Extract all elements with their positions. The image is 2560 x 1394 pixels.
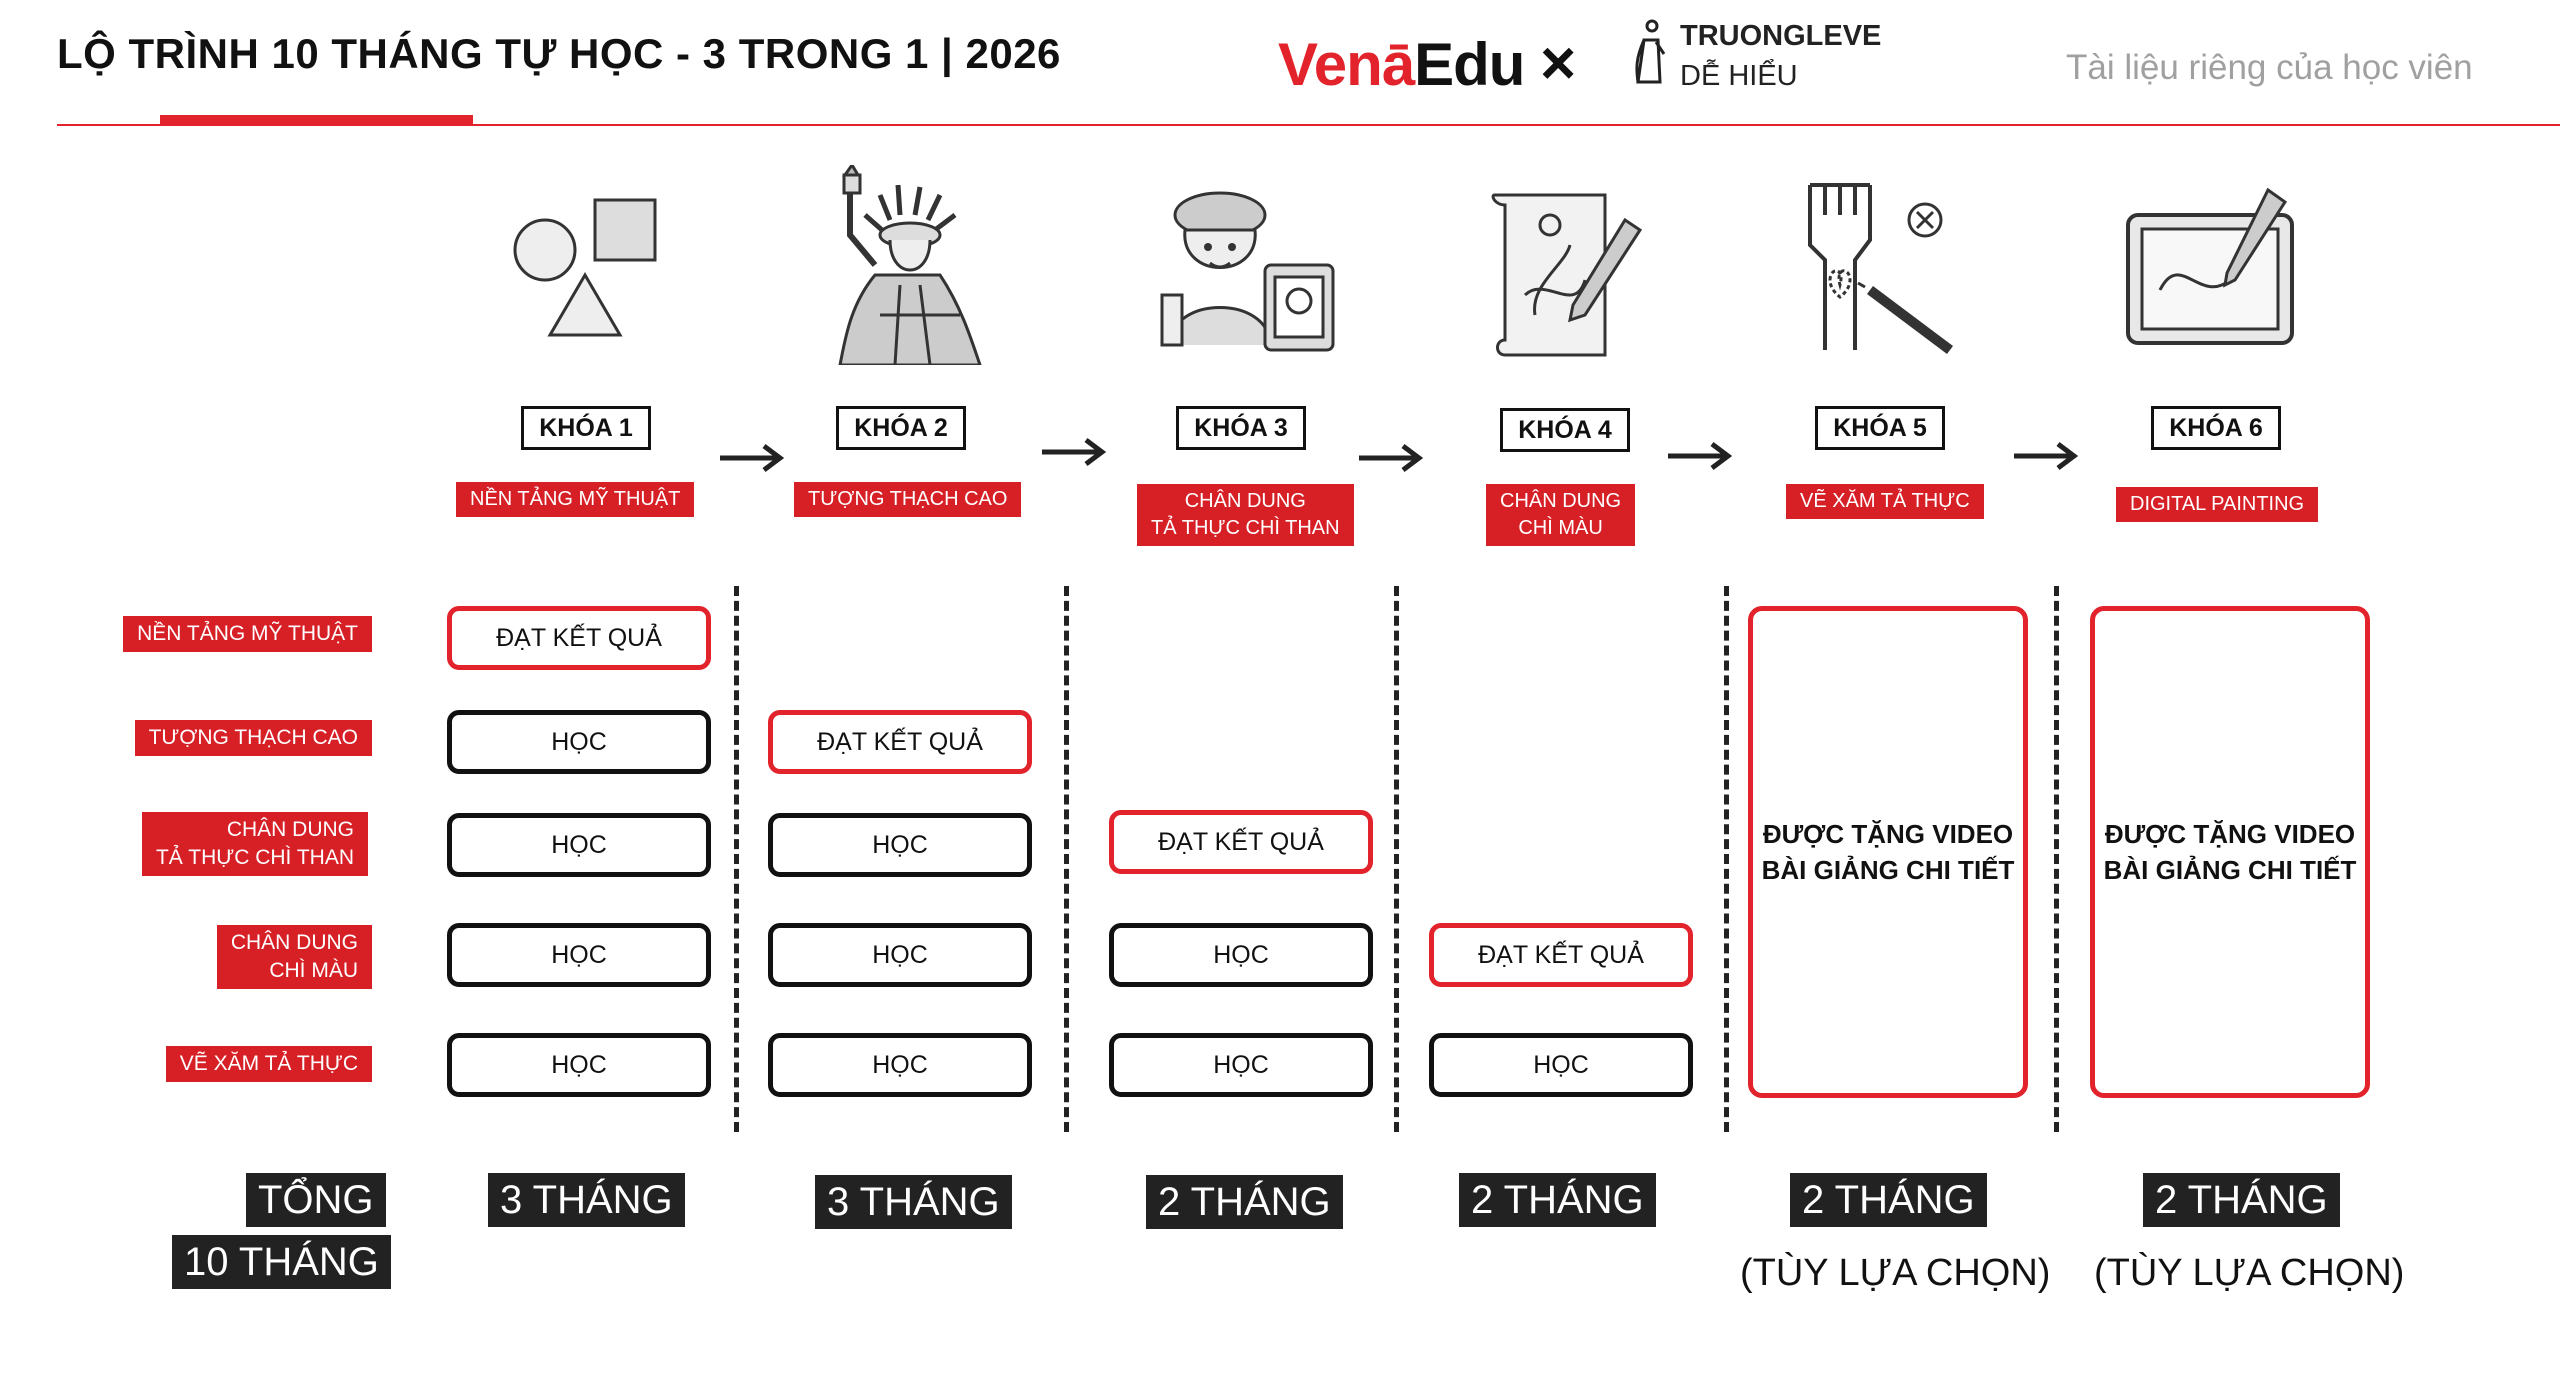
course-6-duration: 2 THÁNG [2143, 1173, 2340, 1227]
column-separator [1394, 586, 1399, 1132]
row-label-1: NỀN TẢNG MỸ THUẬT [52, 616, 372, 656]
header-divider [57, 124, 2560, 126]
course-2-duration: 3 THÁNG [815, 1175, 1012, 1229]
statue-icon [838, 165, 982, 365]
row-label-2: TƯỢNG THẠCH CAO [52, 720, 372, 760]
cell-c1-r1: ĐẠT KẾT QUẢ [447, 606, 711, 670]
cell-c3-r4: HỌC [1109, 923, 1373, 987]
cell-c2-r4: HỌC [768, 923, 1032, 987]
course-1-name: NỀN TẢNG MỸ THUẬT [456, 482, 695, 517]
cell-c1-r2: HỌC [447, 710, 711, 774]
cell-c1-r4: HỌC [447, 923, 711, 987]
arrow-right-icon [1359, 444, 1424, 472]
course-6-name: DIGITAL PAINTING [2116, 487, 2319, 522]
course-5-name: VẼ XĂM TẢ THỰC [1786, 484, 1984, 519]
column-separator [1064, 586, 1069, 1132]
truongleve-logo-text: TRUONGLEVE DỄ HIỂU [1680, 20, 1882, 92]
portrait-artist-icon [1160, 191, 1335, 352]
row-label-5: VẼ XĂM TẢ THỰC [52, 1046, 372, 1086]
cell-c3-r5: HỌC [1109, 1033, 1373, 1097]
cell-c3-r3: ĐẠT KẾT QUẢ [1109, 810, 1373, 874]
truongleve-logo-icon [1635, 19, 1666, 84]
column-separator [2054, 586, 2059, 1132]
total-line-1: TỔNG [246, 1173, 386, 1227]
arrow-right-icon [1042, 438, 1107, 466]
header-accent-bar [160, 115, 473, 124]
course-5-label: KHÓA 5 [1815, 406, 1945, 450]
course-4-duration: 2 THÁNG [1459, 1173, 1656, 1227]
column-separator [1724, 586, 1729, 1132]
cell-c1-r5: HỌC [447, 1033, 711, 1097]
course-1-duration: 3 THÁNG [488, 1173, 685, 1227]
cell-c4-r4: ĐẠT KẾT QUẢ [1429, 923, 1693, 987]
course-1-label: KHÓA 1 [521, 406, 651, 450]
sketch-scroll-icon [1491, 193, 1643, 357]
course-5-duration: 2 THÁNG [1790, 1173, 1987, 1227]
tablet-pen-icon [2126, 187, 2294, 345]
tattoo-icon [1808, 183, 1953, 354]
venaedu-logo: VenāEdu [1278, 31, 1525, 98]
course-6-label: KHÓA 6 [2151, 406, 2281, 450]
cell-c2-r5: HỌC [768, 1033, 1032, 1097]
cell-c2-r3: HỌC [768, 813, 1032, 877]
course-6-optional-note: (TÙY LỰA CHỌN) [2094, 1252, 2405, 1294]
collab-x: × [1540, 29, 1577, 98]
course-4-label: KHÓA 4 [1500, 408, 1630, 452]
course-3-label: KHÓA 3 [1176, 406, 1306, 450]
course-3-duration: 2 THÁNG [1146, 1175, 1343, 1229]
cell-c1-r3: HỌC [447, 813, 711, 877]
page-title: LỘ TRÌNH 10 THÁNG TỰ HỌC - 3 TRONG 1 | 2… [57, 30, 1061, 77]
arrow-right-icon [1668, 442, 1733, 470]
column-separator [734, 586, 739, 1132]
course-2-name: TƯỢNG THẠCH CAO [794, 482, 1022, 517]
total-line-2: 10 THÁNG [172, 1235, 391, 1289]
course-2-label: KHÓA 2 [836, 406, 966, 450]
arrow-right-icon [2014, 442, 2079, 470]
cell-c2-r2: ĐẠT KẾT QUẢ [768, 710, 1032, 774]
cell-c4-r5: HỌC [1429, 1033, 1693, 1097]
tagline: Tài liệu riêng của học viên [2066, 48, 2473, 87]
shapes-icon [513, 198, 657, 337]
course-5-optional-note: (TÙY LỰA CHỌN) [1740, 1252, 2051, 1294]
arrow-right-icon [720, 444, 785, 472]
